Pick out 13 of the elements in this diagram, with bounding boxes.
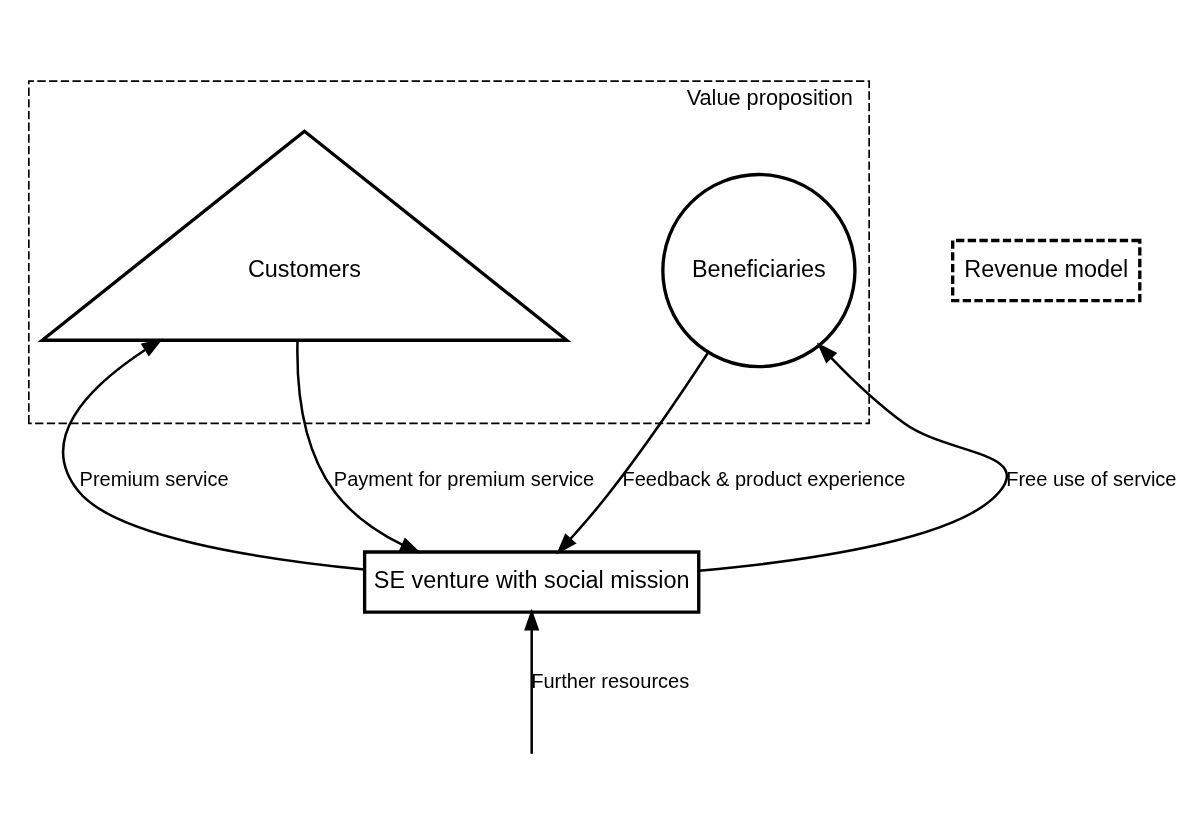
- node-box: SE venture with social mission: [362, 549, 701, 614]
- edge-label: Further resources: [531, 669, 690, 692]
- arrow: [296, 340, 422, 553]
- arrow: [698, 341, 1008, 572]
- node-box: Revenue model: [951, 238, 1142, 302]
- edge-label: Payment for premium service: [333, 467, 595, 490]
- node-circle: Beneficiaries: [661, 172, 857, 368]
- edge-label: Feedback & product experience: [622, 467, 906, 490]
- arrow: [62, 338, 365, 571]
- edge-label: Premium service: [79, 467, 229, 490]
- arrow: [556, 351, 710, 554]
- edge-label: Free use of service: [1006, 467, 1177, 490]
- arrow: [524, 608, 540, 754]
